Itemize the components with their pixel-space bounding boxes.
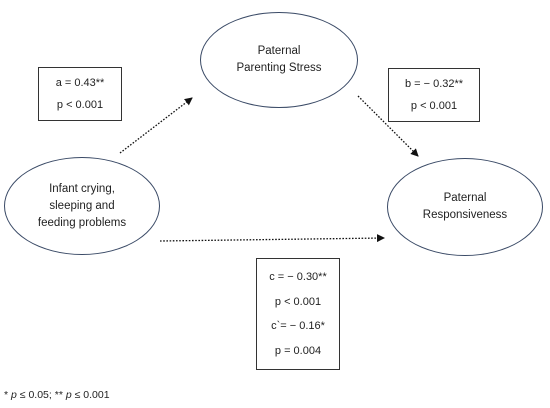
predictor-label-line1: Infant crying, <box>49 182 115 195</box>
path-a-stats-box: a = 0.43** p < 0.001 <box>38 67 122 121</box>
predictor-label-line2: sleeping and <box>49 199 115 212</box>
mediator-label-line2: Parenting Stress <box>236 62 322 74</box>
predictor-label-line3: feeding problems <box>37 216 127 229</box>
path-b-coefficient: b = − 0.32** <box>404 78 464 91</box>
path-a-arrow <box>119 97 193 154</box>
predictor-node-infant-problems: Infant crying, sleeping and feeding prob… <box>4 157 160 255</box>
significance-footnote: * p ≤ 0.05; ** p ≤ 0.001 <box>4 389 110 401</box>
path-a-p-value: p < 0.001 <box>56 98 104 111</box>
path-c-direct-effect: c`= − 0.16* <box>271 320 325 333</box>
footnote-threshold-2: ≤ 0.001 <box>71 389 110 401</box>
path-c-stats-box: c = − 0.30** p < 0.001 c`= − 0.16* p = 0… <box>256 258 340 370</box>
outcome-node-paternal-responsiveness: Paternal Responsiveness <box>387 158 543 256</box>
path-c-total-effect: c = − 0.30** <box>269 271 327 284</box>
path-b-stats-box: b = − 0.32** p < 0.001 <box>388 68 480 122</box>
footnote-threshold-1: ≤ 0.05; ** <box>16 389 66 401</box>
footnote-symbol-1: * <box>4 389 12 401</box>
path-b-arrow <box>357 95 419 157</box>
path-c-total-p-value: p < 0.001 <box>274 295 322 308</box>
footnote-p-2: p <box>65 389 72 401</box>
path-a-coefficient: a = 0.43** <box>55 77 105 90</box>
path-b-p-value: p < 0.001 <box>410 99 458 112</box>
path-c-arrow <box>159 234 385 243</box>
footnote-p-1: p <box>11 389 17 401</box>
outcome-label-line1: Paternal <box>443 192 487 204</box>
mediator-label-line1: Paternal <box>257 45 301 57</box>
outcome-label-line2: Responsiveness <box>422 209 508 221</box>
path-c-direct-p-value: p = 0.004 <box>274 344 322 357</box>
mediator-node-paternal-parenting-stress: Paternal Parenting Stress <box>200 12 358 108</box>
